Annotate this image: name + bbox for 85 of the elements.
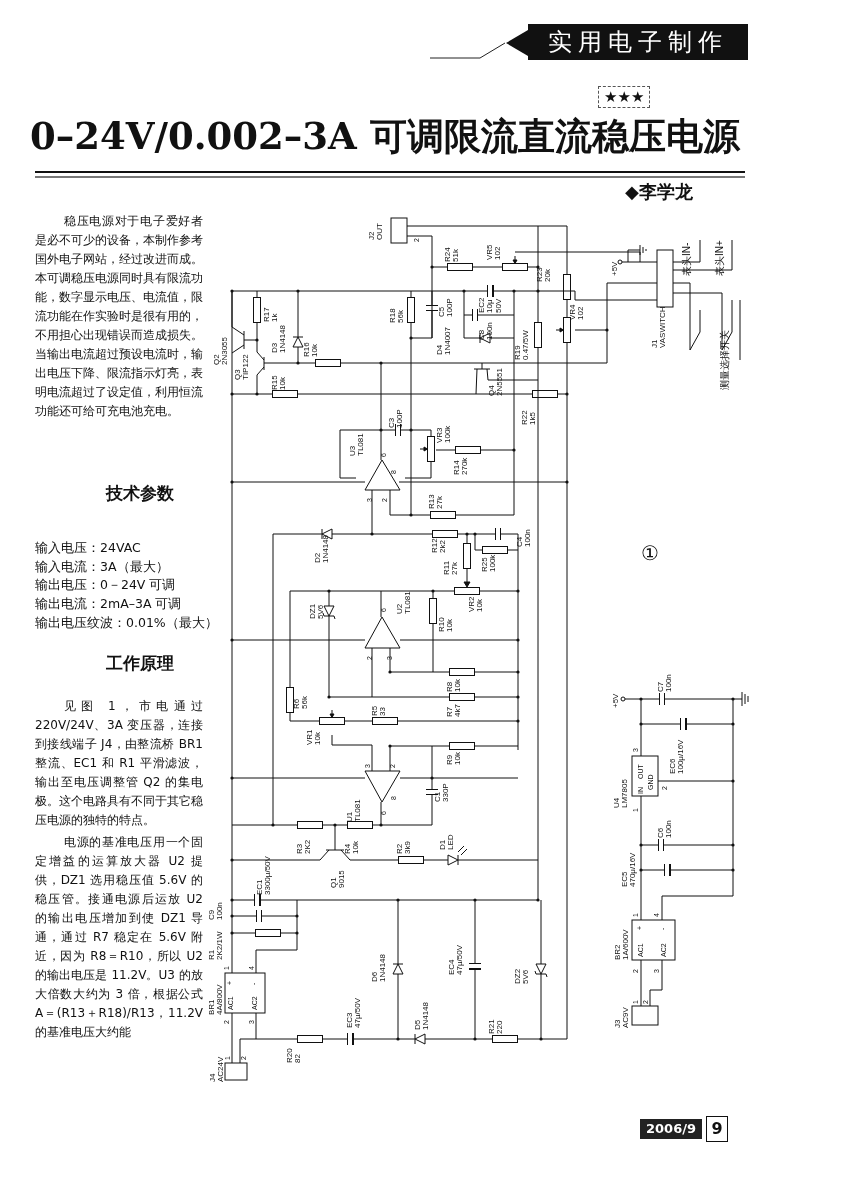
switch-label: 测量选择开关 [719, 330, 730, 390]
component-label: R9 10k [445, 752, 463, 765]
spec-line: 输出电流：2mA–3A 可调 [35, 596, 182, 614]
component-label: VR4 102 [568, 304, 586, 320]
component-label: R25 100k [480, 554, 498, 572]
component-label: R20 82 [285, 1048, 303, 1063]
component-label: EC1 3300μ/50V [255, 856, 273, 895]
component-label: DZ2 5V6 [513, 968, 531, 984]
component-label: R13 27k [427, 494, 445, 509]
component-label: R23 20k [535, 267, 553, 282]
component-label: EC2 10μ 50V [477, 297, 503, 313]
component-label: R10 10k [437, 617, 455, 632]
component-label: EC4 47μ/50V [447, 945, 465, 975]
component-label: Q1 9015 [329, 870, 347, 888]
component-label: U3 TL081 [348, 433, 366, 456]
component-label: R5 33 [370, 705, 388, 716]
component-label: R15 10k [270, 375, 288, 390]
component-label: D4 1N4007 [435, 326, 453, 355]
rating-stars: ★★★ [598, 86, 651, 108]
component-label: J2 OUT [367, 223, 385, 240]
body-paragraph: 见图 1，市电通过 220V/24V、3A 变压器，连接到接线端子 J4，由整流桥 BR1 整流、EC1 和 R1 平滑滤波，输出至电压调整管 Q2 的集电极。这个电路具有不同于其它稳压电源的独特的特点。 [35, 698, 203, 829]
component-label: R1 2K2/1W [207, 931, 225, 960]
component-label: EC6 100μ/16V [668, 739, 686, 774]
component-label: U2 TL081 [395, 591, 413, 614]
component-label: VR5 102 [485, 244, 503, 260]
component-label: R7 4k7 [445, 704, 463, 717]
figure-number: ① [641, 541, 659, 565]
component-label: J1 VASWITCH [650, 306, 668, 348]
component-label: D3 1N4148 [270, 324, 288, 353]
component-label: R2 3k9 [395, 841, 413, 854]
component-label: R12 2k2 [430, 538, 448, 553]
component-label: Q2 2N3055 [212, 336, 230, 365]
component-label: VR2 10k [467, 596, 485, 612]
component-label: R22 1k5 [520, 410, 538, 425]
component-label: J3 AC9V [613, 1007, 631, 1028]
issue-date: 2006/9 [640, 1119, 702, 1139]
component-label: R16 10k [302, 342, 320, 357]
component-label: BR2 1A/600V [613, 929, 631, 960]
component-label: R11 27k [442, 560, 460, 575]
component-label: EC5 470μ/16V [620, 852, 638, 887]
component-label: C4 100n [515, 529, 533, 547]
component-label: R21 220 [487, 1019, 505, 1034]
component-label: R18 56k [388, 308, 406, 323]
component-label: VR3 100k [435, 425, 453, 443]
component-label: R24 51k [443, 247, 461, 262]
spec-line: 输入电压：24VAC [35, 540, 141, 557]
section-heading: 工作原理 [105, 652, 175, 675]
component-label: C9 100n [207, 902, 225, 920]
component-label: Q3 TIP122 [233, 354, 251, 380]
spec-line: 输出电压：0－24V 可调 [35, 577, 176, 595]
component-label: DZ1 5V6 [308, 603, 326, 619]
component-label: Q4 2N5551 [487, 367, 505, 396]
component-label: D2 1N4148 [313, 534, 331, 563]
page-number: 9 [706, 1116, 728, 1142]
component-label: R4 10k [343, 841, 361, 854]
component-label: EC3 47μ/50V [345, 998, 363, 1028]
component-label: +5V [611, 693, 620, 708]
switch-label: 表头IN- [681, 242, 692, 276]
component-label: C6 100n [656, 820, 674, 838]
spec-line: 输入电流：3A（最大） [35, 558, 169, 576]
component-label: +5V [610, 261, 619, 276]
component-label: D1 LED [438, 834, 456, 850]
component-label: R19 0.47/5W [513, 330, 531, 360]
component-label: C8 100n [477, 322, 495, 340]
switch-label: 表头IN+ [714, 240, 725, 276]
body-paragraph: 稳压电源对于电子爱好者是必不可少的设备，本制作参考国外电子网站，经过改进而成。本可调稳压电源同时具有限流功能，数字显示电压、电流值，限流功能在作实验时是很有用的，不用担心出现错误而造成损失。当输出电流超过预设电流时，输出电压下降、限流指示灯亮，表明电流超过了设定值，利用恒流功能还可给可充电池充电。 [35, 213, 203, 420]
body-paragraph: 电源的基准电压用一个固定增益的运算放大器 U2 提供，DZ1 选用稳压值 5.6V 的稳压管。接通电源后运放 U2 的输出电压增加到使 DZ1 导通，通过 R7 稳定在 5.6V 附近，因为 R8＝R10，所以 U2 的输出电压是 11.2V。U3 的放大倍数大约为 3 倍，根据公式 A＝(R13＋R18)/R13，11.2V 的基准电压大约能 [35, 834, 203, 1041]
spec-line: 输出电压纹波：0.01%（最大） [35, 614, 218, 632]
component-label: VR1 10k [305, 729, 323, 745]
component-label: R14 270k [452, 457, 470, 475]
component-label: R8 10k [445, 679, 463, 692]
component-label: C3 100P [387, 409, 405, 428]
component-label: C7 100n [656, 674, 674, 692]
component-label: R6 56k [292, 696, 310, 709]
author-name: ◆李学龙 [625, 180, 693, 204]
component-label: C5 100P [437, 298, 455, 317]
component-label: J4 AC24V [208, 1056, 226, 1082]
article-title: 0–24V/0.002–3A 可调限流直流稳压电源 [30, 113, 742, 160]
component-label: R3 2K2 [295, 839, 313, 854]
component-label: D6 1N4148 [370, 953, 388, 982]
component-label: BR1 4A/800V [207, 984, 225, 1015]
component-label: U4 LM7805 [612, 779, 630, 808]
component-label: R17 1k [262, 307, 280, 322]
section-heading: 技术参数 [104, 482, 175, 505]
component-label: D5 1N4148 [413, 1001, 431, 1030]
